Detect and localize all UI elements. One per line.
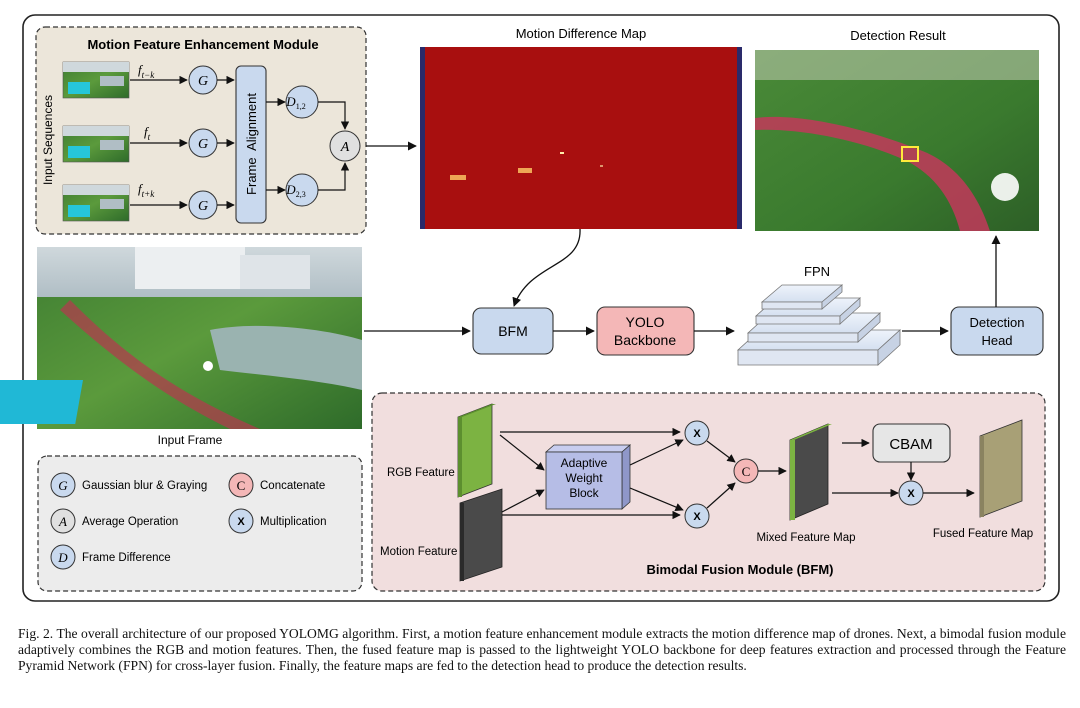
multiply-node-top: X (684, 420, 710, 446)
svg-text:D: D (57, 550, 68, 565)
input-sequences-label: Input Sequences (41, 95, 55, 185)
concat-node: C (733, 458, 759, 484)
detection-head-block: Detection Head (950, 306, 1044, 356)
input-thumbnail-2 (62, 125, 130, 163)
svg-text:Frame Alignment: Frame Alignment (244, 93, 259, 195)
rgb-feature-label: RGB Feature (387, 467, 455, 479)
input-frame-image (0, 247, 362, 429)
svg-text:CBAM: CBAM (889, 436, 932, 453)
legend-multiplication: X Multiplication (228, 508, 326, 534)
mixed-feature-label: Mixed Feature Map (756, 532, 855, 544)
svg-text:Gaussian blur & Graying: Gaussian blur & Graying (82, 480, 207, 492)
gaussian-node-3: G (188, 190, 218, 220)
svg-text:X: X (237, 516, 245, 528)
figure-caption: Fig. 2. The overall architecture of our … (18, 626, 1066, 674)
svg-text:X: X (693, 511, 701, 523)
svg-text:G: G (58, 478, 68, 493)
svg-text:Block: Block (569, 486, 599, 500)
svg-text:BFM: BFM (498, 323, 528, 339)
rgb-feature-map (457, 403, 496, 498)
detection-result-label: Detection Result (850, 28, 946, 43)
svg-text:Detection: Detection (970, 315, 1025, 330)
mixed-feature-map (789, 423, 832, 521)
detection-result-image (755, 50, 1039, 231)
frame-label-1: ft−k (138, 62, 155, 80)
svg-text:G: G (198, 199, 208, 214)
fused-feature-label: Fused Feature Map (933, 528, 1033, 540)
svg-text:Frame Difference: Frame Difference (82, 552, 171, 564)
frame-label-2: ft (144, 124, 151, 142)
svg-text:G: G (198, 137, 208, 152)
input-frame-label: Input Frame (158, 433, 223, 447)
fpn-stack (736, 284, 902, 366)
fused-feature-map (979, 419, 1023, 518)
motion-map-label: Motion Difference Map (516, 26, 647, 41)
legend: G Gaussian blur & Graying A Average Oper… (37, 455, 363, 592)
frame-difference-node-2: D2,3 (285, 173, 319, 207)
frame-label-3: ft+k (138, 181, 155, 199)
svg-text:Average Operation: Average Operation (82, 516, 178, 528)
legend-average: A Average Operation (50, 508, 178, 534)
svg-text:D1,2: D1,2 (285, 94, 305, 111)
bfm-block: BFM (472, 307, 554, 355)
input-thumbnail-3 (62, 184, 130, 222)
svg-text:X: X (693, 428, 701, 440)
svg-text:C: C (742, 464, 751, 479)
gaussian-node-2: G (188, 128, 218, 158)
yolo-backbone-block: YOLO Backbone (596, 306, 695, 356)
bfm-title: Bimodal Fusion Module (BFM) (646, 562, 833, 577)
svg-text:A: A (340, 140, 350, 155)
svg-text:Concatenate: Concatenate (260, 480, 325, 492)
gaussian-node-1: G (188, 65, 218, 95)
motion-feature-map (459, 488, 503, 582)
bimodal-fusion-module: RGB Feature Motion Feature Adaptive Weig… (371, 392, 1046, 592)
frame-alignment-block: Frame Alignment (235, 65, 267, 224)
svg-text:D2,3: D2,3 (285, 182, 305, 199)
svg-text:Head: Head (981, 333, 1012, 348)
svg-text:Weight: Weight (565, 471, 603, 485)
svg-text:Multiplication: Multiplication (260, 516, 326, 528)
fpn-label: FPN (804, 264, 830, 279)
outer-frame (22, 14, 1060, 602)
motion-feature-label: Motion Feature (380, 546, 457, 558)
legend-gaussian: G Gaussian blur & Graying (50, 472, 207, 498)
input-thumbnail-1 (62, 61, 130, 99)
multiply-node-cbam: X (898, 480, 924, 506)
cbam-block: CBAM (872, 423, 951, 463)
frame-difference-node-1: D1,2 (285, 85, 319, 119)
motion-difference-map (420, 47, 742, 229)
svg-text:A: A (58, 514, 67, 529)
legend-frame-difference: D Frame Difference (50, 544, 171, 570)
svg-text:Backbone: Backbone (614, 332, 676, 348)
mfem-title: Motion Feature Enhancement Module (87, 37, 318, 52)
multiply-node-bottom: X (684, 503, 710, 529)
adaptive-weight-block: Adaptive Weight Block (544, 444, 632, 510)
svg-text:YOLO: YOLO (626, 314, 665, 330)
svg-text:X: X (907, 488, 915, 500)
legend-concatenate: C Concatenate (228, 472, 325, 498)
motion-feature-enhancement-module: Motion Feature Enhancement Module Input … (35, 26, 367, 235)
svg-text:Adaptive: Adaptive (561, 456, 608, 470)
average-node: A (329, 130, 361, 162)
svg-text:G: G (198, 74, 208, 89)
svg-text:C: C (237, 478, 246, 493)
